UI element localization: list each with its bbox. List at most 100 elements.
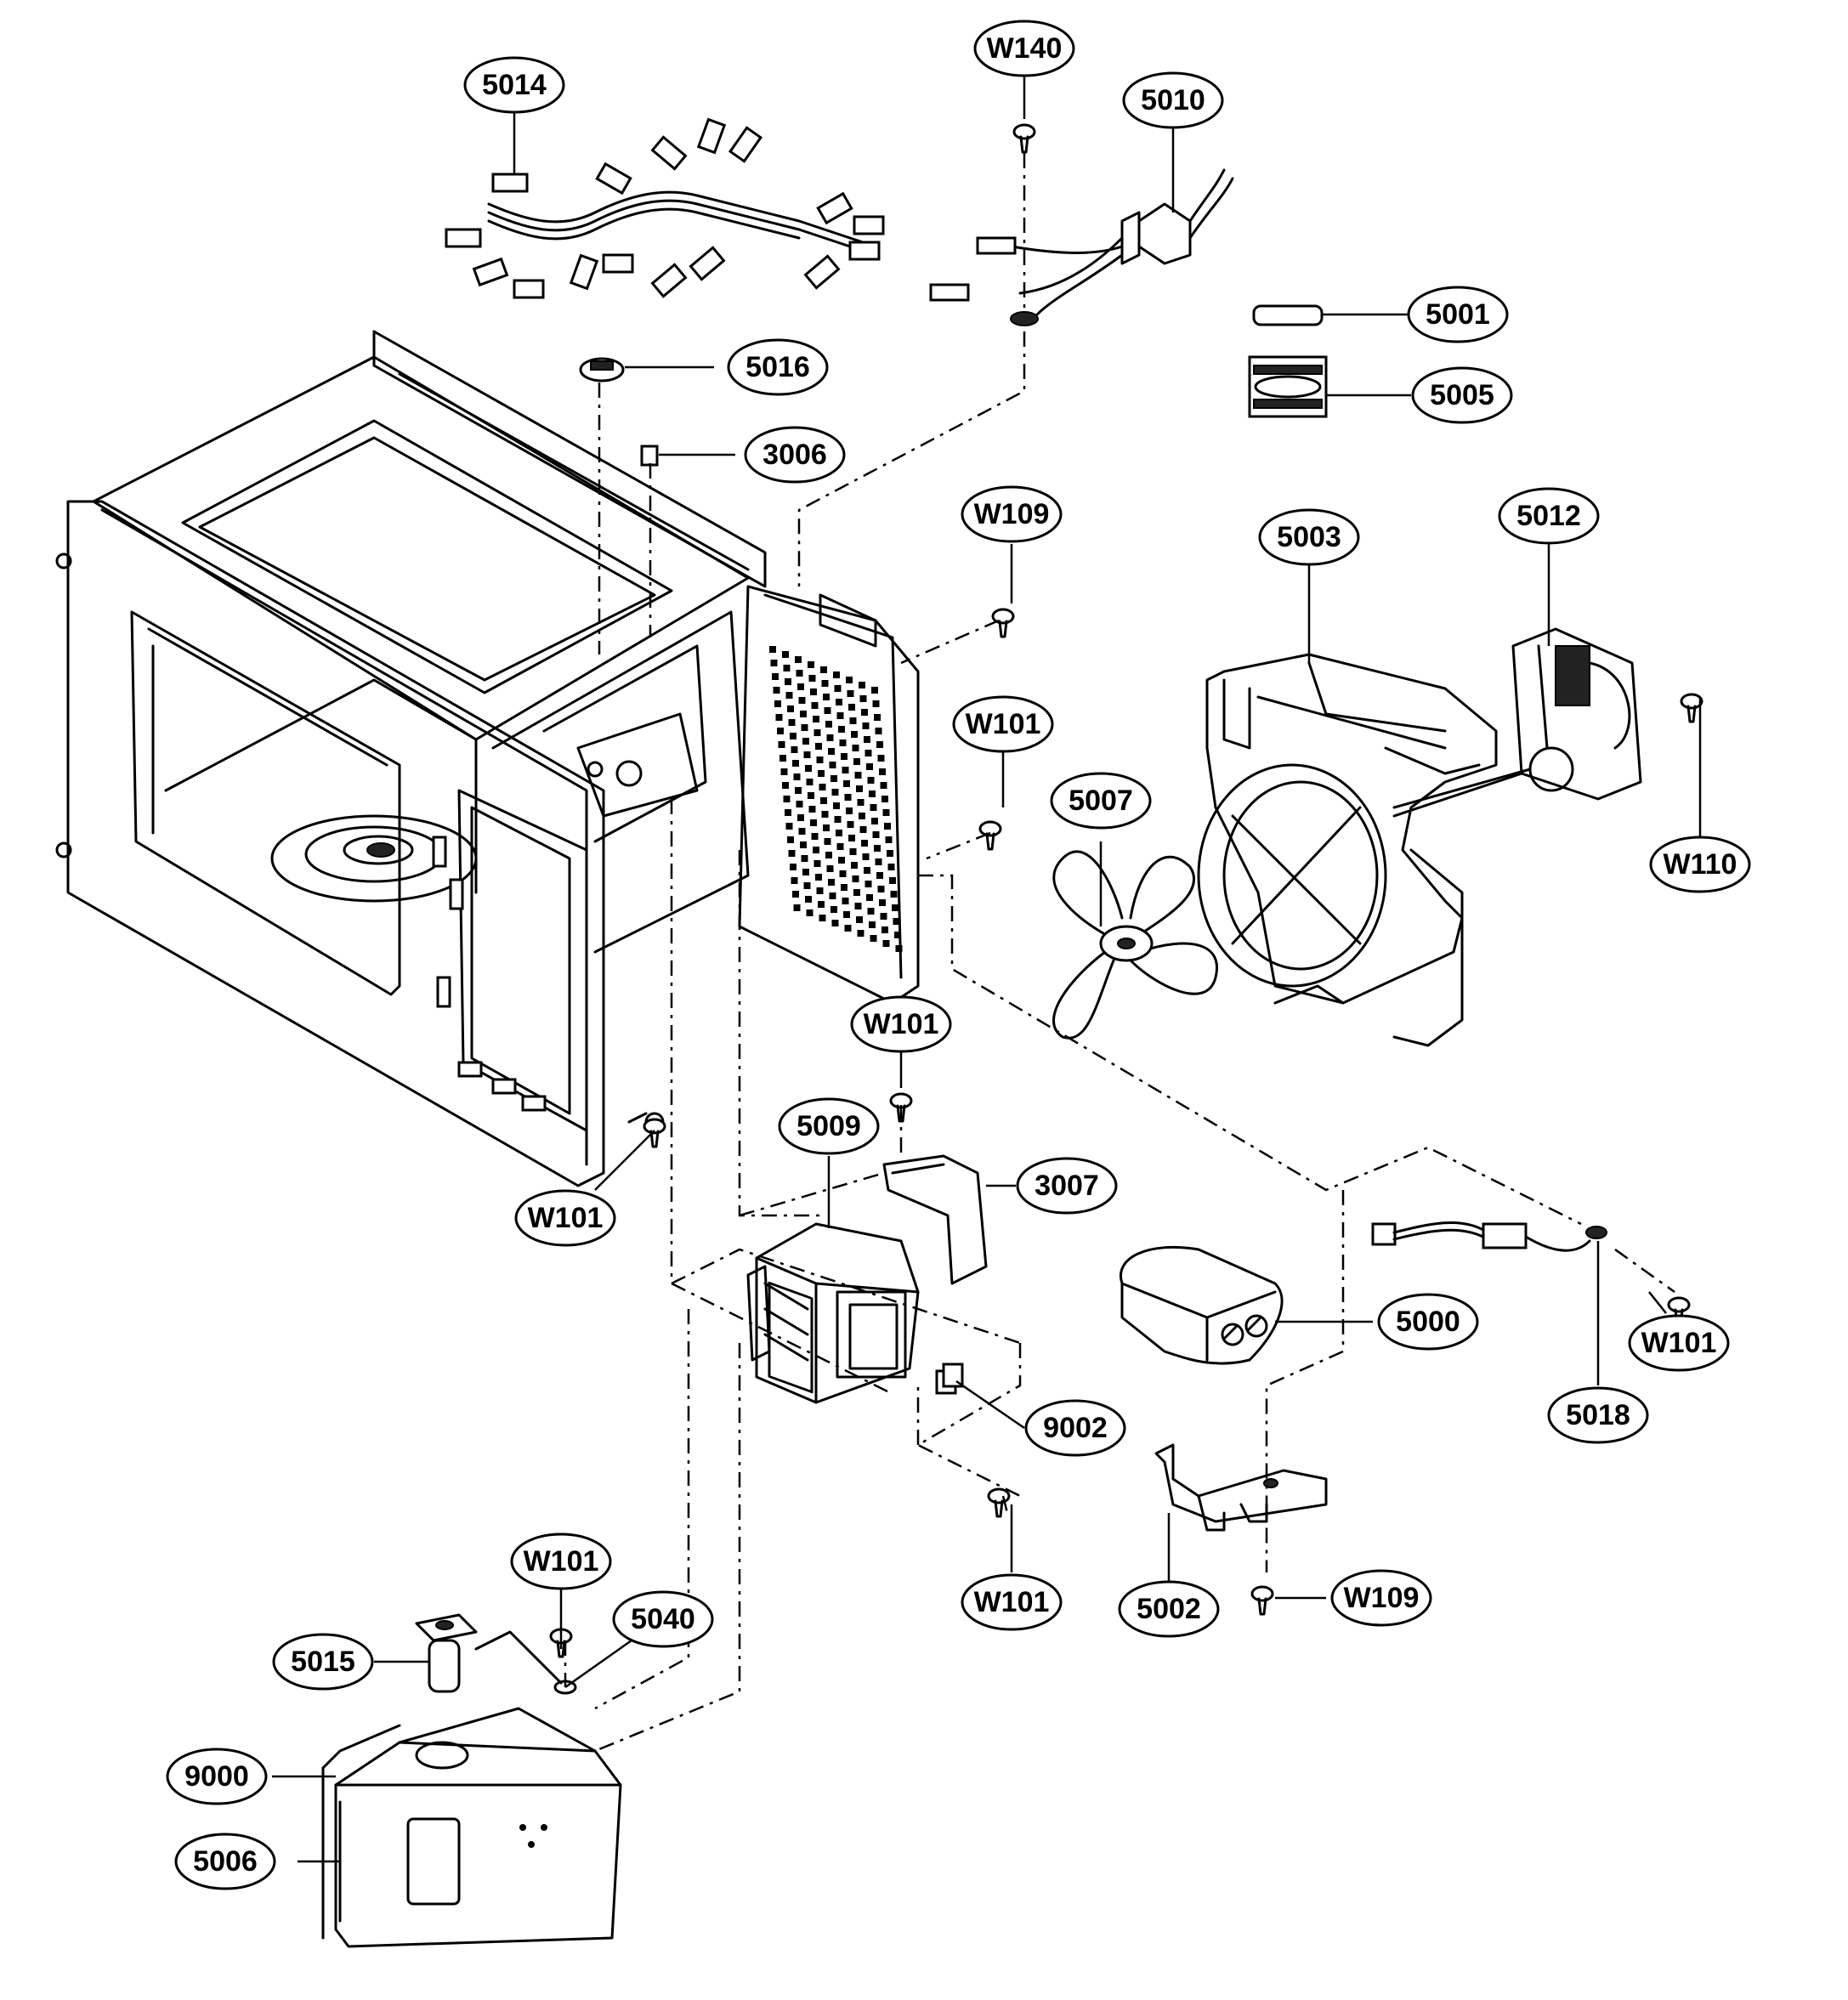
leader-lines [272, 76, 1702, 1863]
capacitor [1120, 1245, 1284, 1365]
callout-label: 3006 [762, 439, 827, 471]
callout-oval [1016, 1157, 1118, 1215]
callout-oval [1258, 508, 1360, 566]
callout-label: 5007 [1069, 785, 1133, 817]
callout-oval [514, 1189, 616, 1247]
callout-3006-clip: 3006 [744, 426, 846, 484]
callout-label: 5010 [1141, 84, 1205, 116]
fan-blade [1052, 850, 1218, 1040]
screw-icon [1250, 1585, 1274, 1616]
fuse-holder [1248, 355, 1328, 418]
callout-label: W140 [987, 32, 1063, 65]
thermostat [579, 357, 625, 382]
callout-oval [174, 1833, 276, 1890]
callout-w101-screw: W101 [1628, 1314, 1730, 1372]
clip [640, 445, 659, 467]
callout-label: 5002 [1137, 1593, 1201, 1625]
callout-label: W101 [1641, 1327, 1717, 1359]
callout-w101-screw: W101 [952, 695, 1054, 753]
callout-label: 5000 [1396, 1306, 1460, 1338]
callout-label: W110 [1664, 848, 1737, 881]
callout-5003-fan-bracket: 5003 [1258, 508, 1360, 566]
lamp-socket [415, 1613, 478, 1693]
callout-oval [1649, 836, 1751, 893]
callout-oval [612, 1590, 714, 1648]
vent-grid [769, 646, 903, 952]
power-cord [929, 168, 1234, 326]
callout-5002-capacitor-bracket: 5002 [1118, 1580, 1220, 1638]
callout-label: W109 [1344, 1582, 1420, 1614]
screw-icon [643, 1118, 666, 1148]
fuse [1252, 304, 1324, 326]
callout-oval [778, 1097, 880, 1155]
callout-oval [1377, 1293, 1479, 1351]
callout-label: W101 [524, 1545, 599, 1578]
callout-oval [850, 995, 952, 1053]
callout-oval [510, 1533, 612, 1590]
screw-icon [991, 608, 1015, 638]
callout-w101-screw: W101 [961, 1573, 1063, 1631]
callout-label: 5005 [1430, 379, 1494, 411]
wire-harness [445, 117, 885, 299]
callout-oval [1118, 1580, 1220, 1638]
callout-oval [727, 338, 829, 396]
callout-5016-thermostat: 5016 [727, 338, 829, 396]
callout-label: 5009 [796, 1110, 861, 1142]
callout-5006-transformer: 5006 [174, 1833, 276, 1890]
screws [549, 123, 1703, 1658]
callout-label: W101 [966, 708, 1041, 740]
callout-oval [1628, 1314, 1730, 1372]
callout-label: 5001 [1426, 298, 1490, 331]
callout-5007-fan-blade: 5007 [1050, 772, 1152, 830]
fan-bracket [1197, 653, 1498, 1047]
callout-label: 9002 [1043, 1412, 1108, 1444]
callout-9002-thermal-cutout: 9002 [1024, 1399, 1126, 1457]
callout-label: W101 [528, 1202, 604, 1234]
diode [1371, 1221, 1607, 1252]
callout-5014-wire-harness: 5014 [463, 56, 565, 114]
callout-label: 5003 [1277, 521, 1341, 553]
capacitor-bracket [1154, 1443, 1328, 1532]
oven-cavity [55, 330, 920, 1187]
callout-5005-fuse-holder: 5005 [1411, 366, 1513, 424]
callout-w110-screw: W110 [1649, 836, 1751, 893]
callout-oval [1498, 487, 1600, 545]
callout-label: 5014 [482, 69, 547, 101]
callout-label: 3007 [1035, 1170, 1099, 1202]
callout-w109-screw: W109 [961, 485, 1063, 543]
callout-oval [952, 695, 1054, 753]
screw-icon [1680, 693, 1703, 723]
callout-oval [1024, 1399, 1126, 1457]
callout-w140-screw: W140 [973, 20, 1075, 77]
screw-icon [978, 820, 1002, 851]
callout-oval [961, 1573, 1063, 1631]
callout-5009-magnetron: 5009 [778, 1097, 880, 1155]
callout-5000-capacitor: 5000 [1377, 1293, 1479, 1351]
callout-oval [463, 56, 565, 114]
callout-5018-diode: 5018 [1547, 1386, 1649, 1444]
callout-3007-bracket: 3007 [1016, 1157, 1118, 1215]
callout-label: 5012 [1516, 500, 1581, 532]
callout-oval [1330, 1569, 1432, 1627]
screw-icon [1012, 123, 1036, 154]
callout-w101-screw: W101 [850, 995, 952, 1053]
callout-5001-fuse: 5001 [1407, 286, 1509, 343]
callout-w101-screw: W101 [514, 1189, 616, 1247]
bracket [882, 1154, 988, 1285]
callout-5012-fan-motor: 5012 [1498, 487, 1600, 545]
callout-oval [1407, 286, 1509, 343]
callout-label: 5040 [631, 1603, 695, 1635]
callout-5010-power-cord: 5010 [1122, 71, 1224, 129]
callout-label: 5018 [1566, 1399, 1630, 1431]
callout-w101-screw: W101 [510, 1533, 612, 1590]
callout-oval [1122, 71, 1224, 129]
callout-oval [272, 1633, 374, 1691]
callout-oval [973, 20, 1075, 77]
assembly-lines [564, 153, 1675, 1753]
callout-9000-transformer-bracket: 9000 [166, 1748, 268, 1805]
magnetron [746, 1222, 920, 1404]
callout-oval [961, 485, 1063, 543]
callout-label: 5006 [193, 1845, 258, 1878]
